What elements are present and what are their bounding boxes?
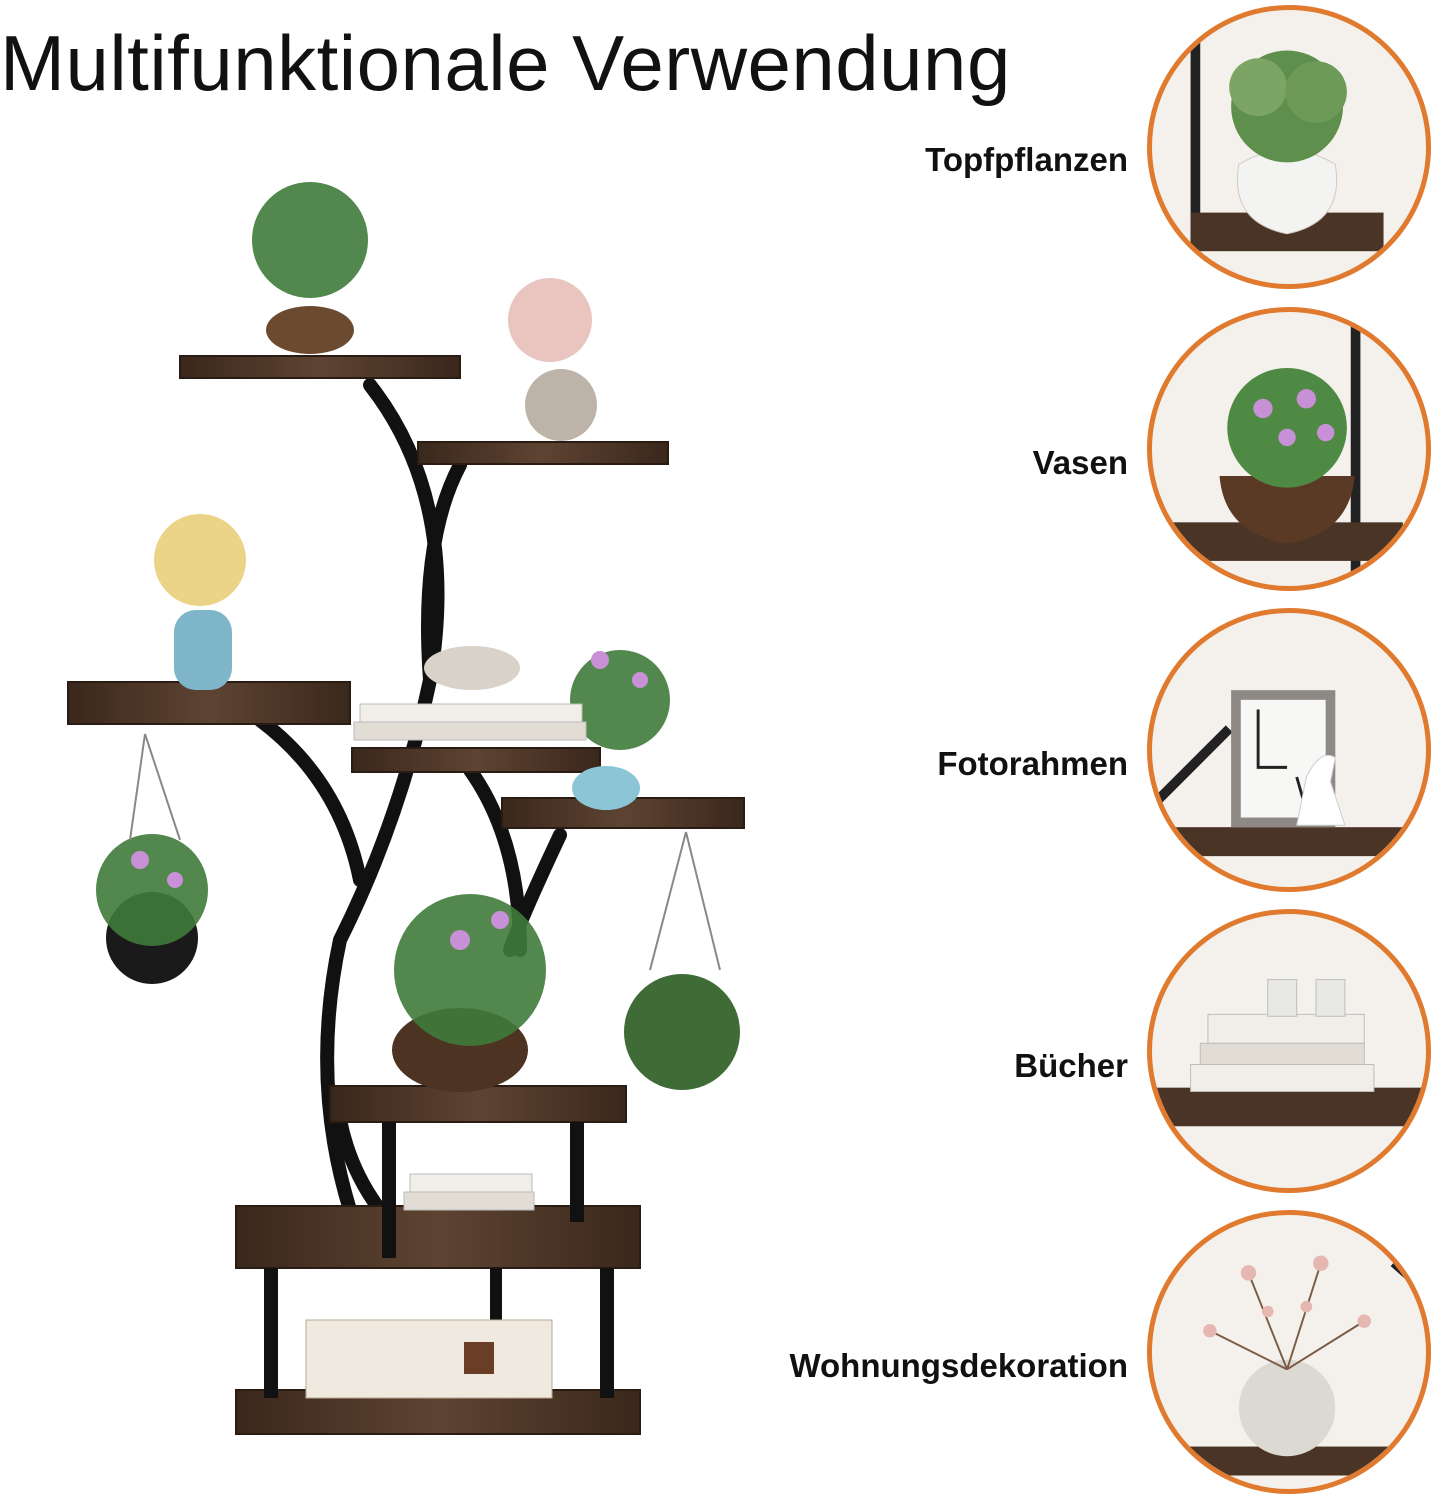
use-label-wohnungsdekoration: Wohnungsdekoration xyxy=(789,1347,1128,1384)
potted-plant-icon xyxy=(1147,5,1431,289)
page-title: Multifunktionale Verwendung xyxy=(0,19,1011,107)
use-label-buecher: Bücher xyxy=(1014,1047,1128,1084)
use-label-topfpflanzen: Topfpflanzen xyxy=(925,141,1128,178)
use-label-vasen: Vasen xyxy=(1032,444,1128,481)
use-label-fotorahmen: Fotorahmen xyxy=(937,745,1128,782)
plant-stand-illustration xyxy=(67,182,745,1435)
vase-icon xyxy=(1147,307,1431,591)
books-icon xyxy=(1147,909,1431,1193)
photo-frame-icon xyxy=(1147,608,1431,892)
home-decor-icon xyxy=(1147,1210,1431,1494)
